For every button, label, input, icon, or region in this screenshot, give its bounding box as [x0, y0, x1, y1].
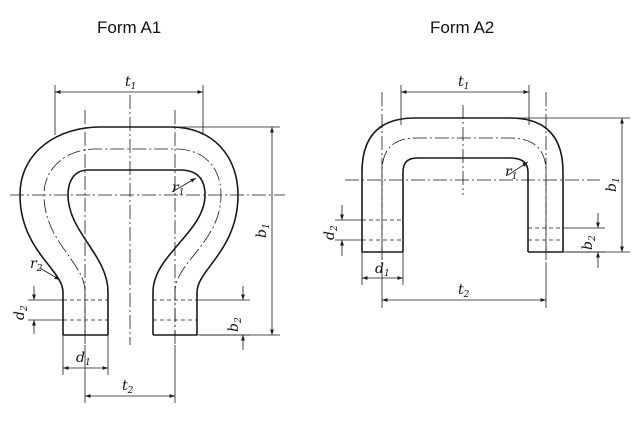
- a1-b1-label: b1: [254, 223, 272, 238]
- a1-r2-leader: [39, 267, 61, 281]
- a1-t2-label: t2: [122, 378, 134, 396]
- a2-d2-label: d2: [322, 225, 340, 240]
- form-a2-title: Form A2: [430, 18, 495, 37]
- a2-bar-centerline: [381, 137, 547, 252]
- a1-d2-label: d2: [12, 305, 30, 320]
- a2-outer-contour: [361, 117, 564, 252]
- a1-inner-contour: [67, 169, 206, 335]
- form-a1-drawing: t1 b1 r1 r2 d2 b2 d1 t2: [10, 74, 285, 403]
- a2-t2-label: t2: [458, 282, 470, 300]
- a1-d1-label: d1: [76, 350, 91, 368]
- a1-outer-contour: [19, 126, 239, 335]
- a1-r1-leader: [171, 177, 197, 193]
- a2-r1-leader: [507, 161, 529, 176]
- form-a1-title: Form A1: [97, 18, 162, 37]
- form-a2-drawing: t1 b1 r1 d2 b2 d1 t2: [322, 74, 630, 308]
- a1-r2-label: r2: [30, 256, 43, 274]
- a2-r1-label: r1: [505, 164, 517, 182]
- a2-b2-label: b2: [580, 235, 598, 250]
- a2-b1-label: b1: [604, 177, 622, 192]
- a1-b2-label: b2: [226, 317, 244, 332]
- a1-bar-centerline: [43, 148, 222, 335]
- a1-r1-label: r1: [172, 180, 184, 198]
- a2-t1-label: t1: [458, 74, 469, 92]
- a2-d1-label: d1: [375, 261, 390, 279]
- a1-t1-label: t1: [125, 74, 136, 92]
